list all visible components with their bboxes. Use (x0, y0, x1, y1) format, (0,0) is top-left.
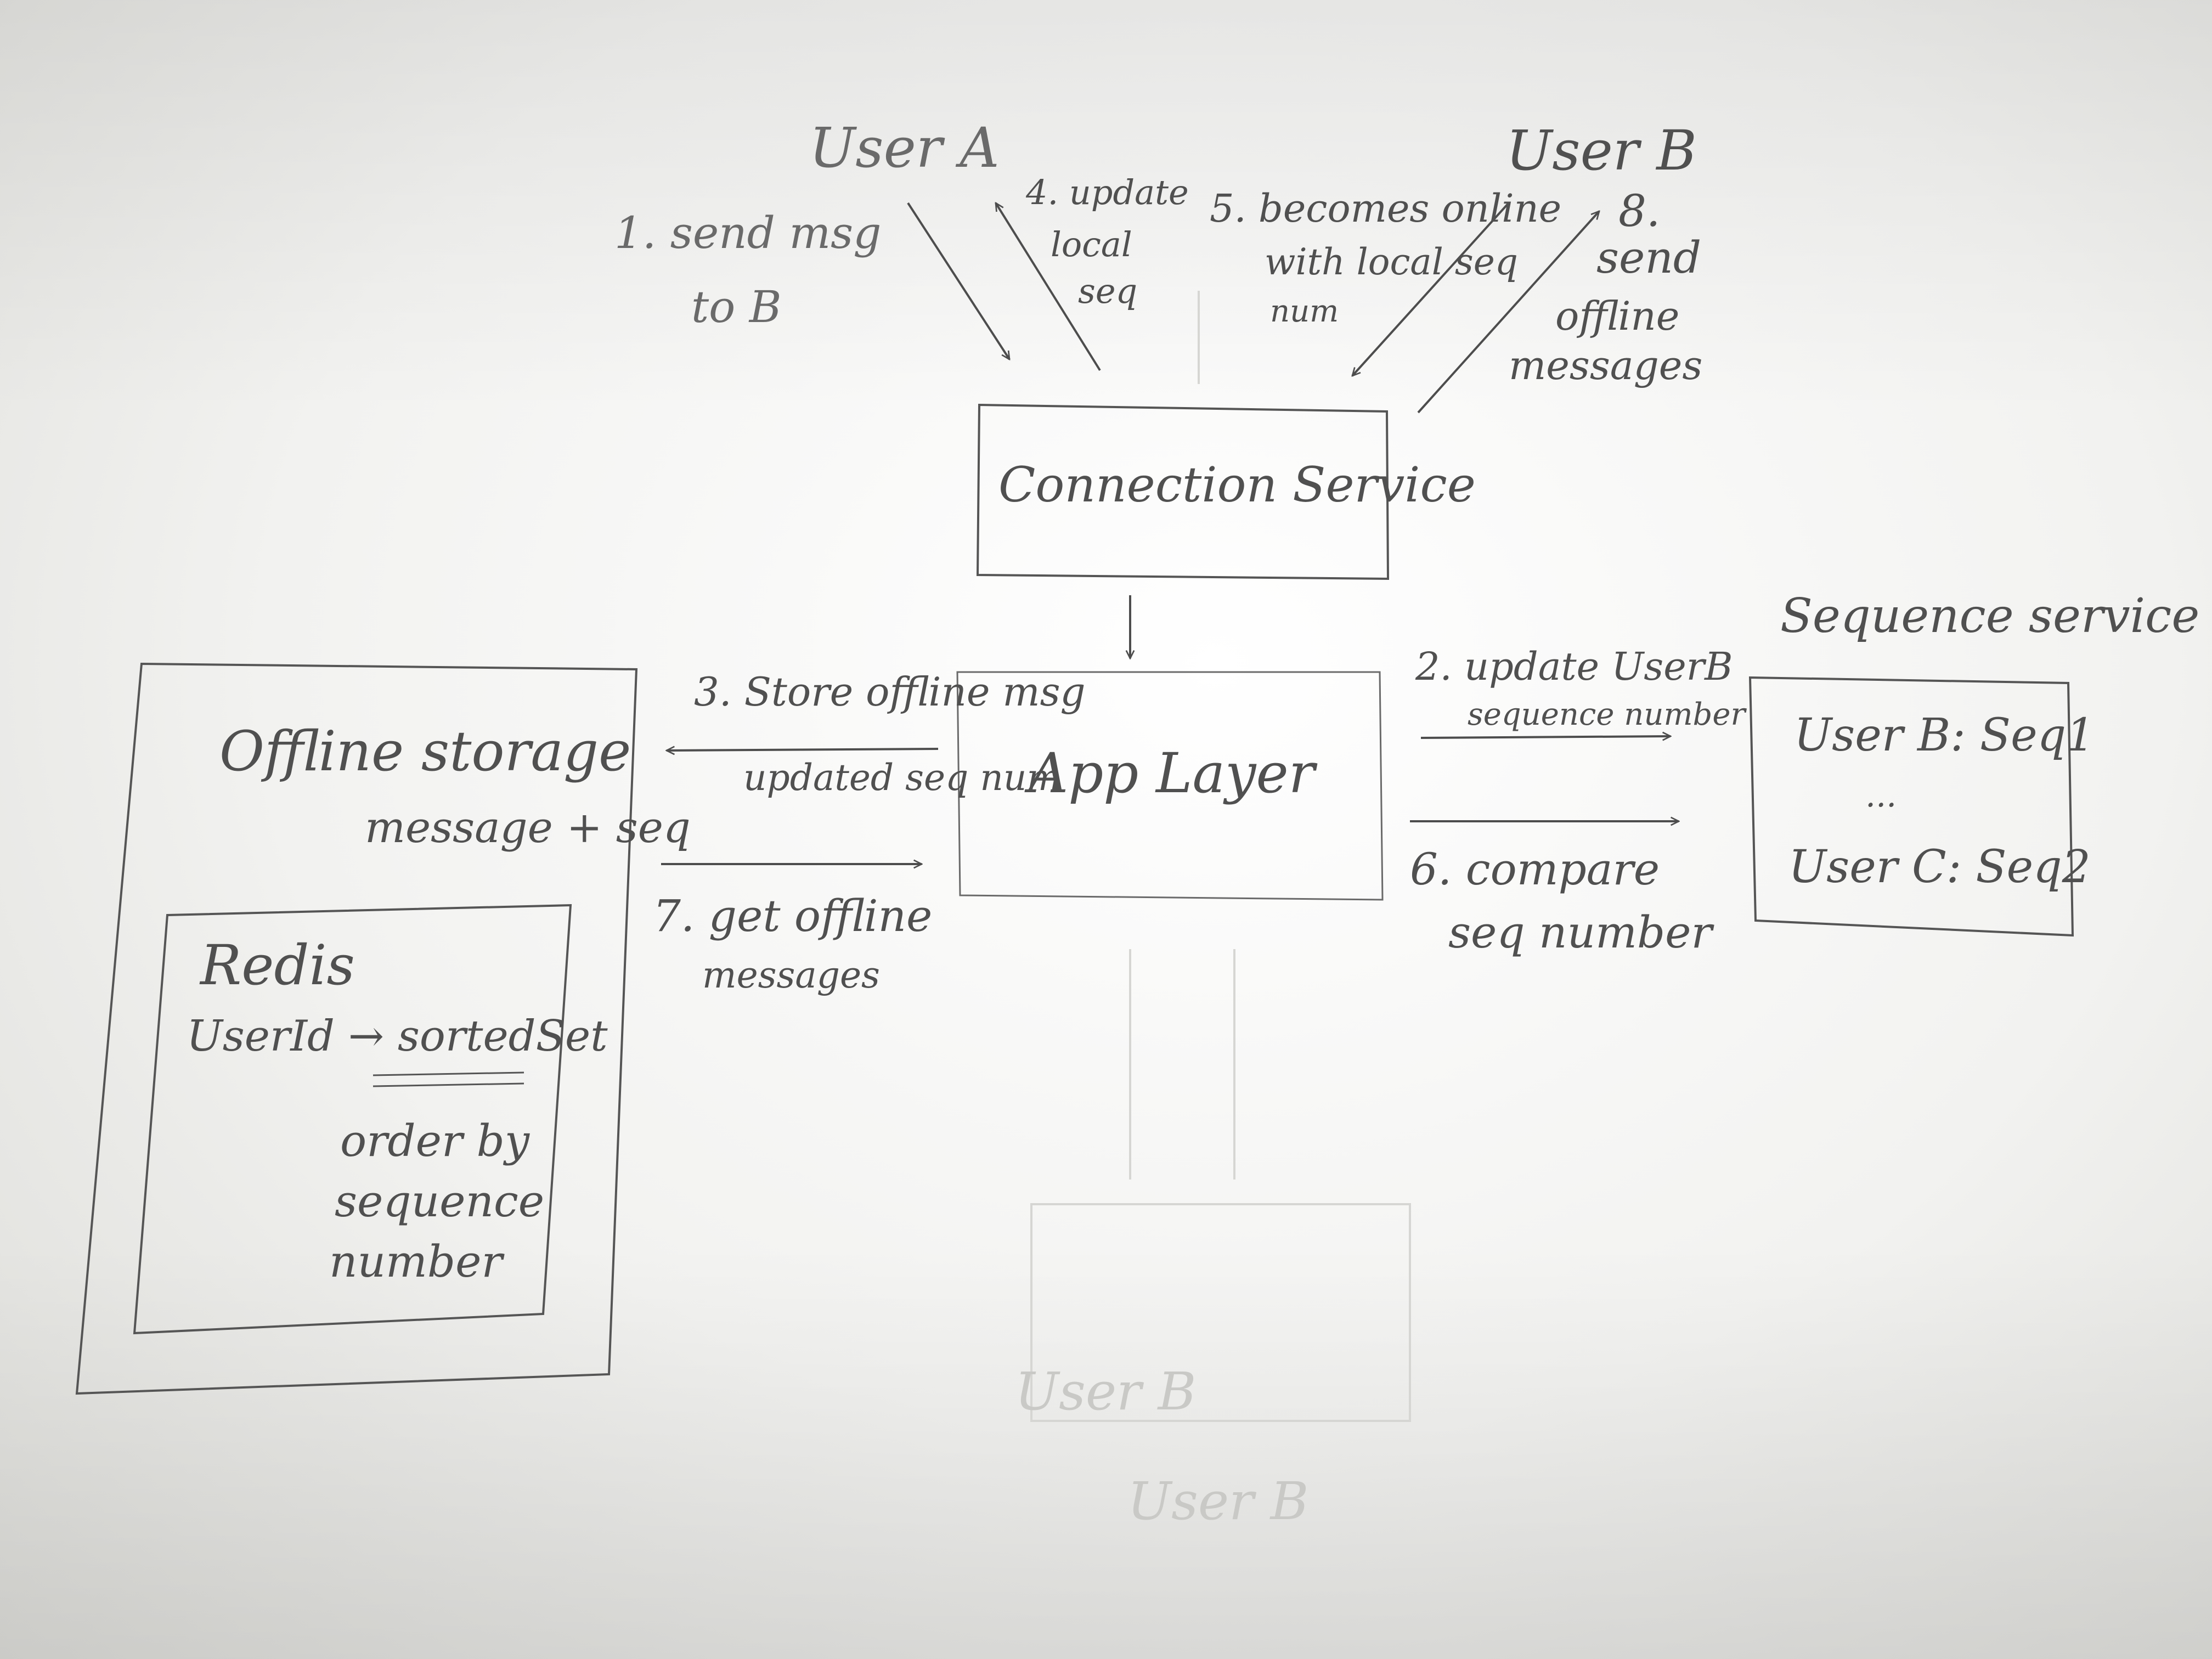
user-b-label: User B (1506, 119, 1697, 183)
step7-label-line1: 7. get offline (653, 890, 933, 941)
offline-storage-subtitle: message + seq (365, 803, 691, 853)
step2-label-line1: 2. update UserB (1415, 644, 1733, 689)
offline-storage-box (75, 662, 638, 1395)
step2-label-line2: sequence number (1468, 697, 1746, 732)
redis-title: Redis (200, 933, 355, 997)
step8-label-line3: offline (1555, 293, 1680, 339)
arrow-step2 (1420, 736, 1671, 738)
step5-label-line2: with local seq (1265, 241, 1519, 283)
redis-note-line1: order by (340, 1115, 530, 1166)
step3-label-line2: updated seq num (743, 757, 1061, 799)
step5-label-line1: 5. becomes online (1210, 186, 1562, 231)
arrow-step3 (667, 749, 939, 751)
step8-label-line1: 8. (1618, 185, 1661, 236)
step7-label-line2: messages (702, 954, 880, 996)
offline-storage-title: Offline storage (219, 719, 631, 783)
sequence-entry-user-b: User B: Seq1 (1794, 709, 2095, 761)
step8-label-line2: send (1596, 232, 1702, 283)
app-layer-box (956, 671, 1384, 901)
sequence-service-title: Sequence service (1780, 589, 2200, 644)
step6-label-line1: 6. compare (1410, 844, 1660, 895)
arrow-step1 (907, 202, 1011, 359)
user-a-label: User A (809, 116, 1000, 180)
ghost-user-b-box: User B (1015, 1362, 1197, 1422)
step4-label-line3: seq (1078, 271, 1138, 311)
connection-service-label: Connection Service (998, 456, 1476, 513)
step8-label-line4: messages (1509, 342, 1703, 388)
redis-box (133, 904, 572, 1335)
step1-label-line2: to B (691, 281, 782, 332)
sequence-service-box (1748, 676, 2074, 937)
step3-label-line1: 3. Store offline msg (694, 669, 1086, 715)
erased-sketch (1030, 291, 1411, 1422)
arrow-step8 (1417, 211, 1599, 414)
connection-service-box (976, 403, 1390, 580)
step5-label-line3: num (1270, 294, 1339, 329)
sequence-entry-user-c: User C: Seq2 (1788, 841, 2091, 893)
step4-label-line1: 4. update (1026, 172, 1189, 212)
step4-label-line2: local (1051, 224, 1132, 264)
arrow-step4 (995, 203, 1101, 371)
redis-note-line3: number (329, 1236, 503, 1287)
arrow-step5 (1352, 202, 1510, 376)
sorted-set-underline (373, 1071, 524, 1087)
sequence-ellipsis: ... (1865, 776, 1897, 815)
redis-note-line2: sequence (335, 1176, 545, 1227)
redis-mapping: UserId → sortedSet (187, 1012, 608, 1061)
step1-label-line1: 1. send msg (614, 207, 882, 258)
step6-label-line2: seq number (1448, 907, 1712, 958)
ghost-user-b-below: User B (1127, 1471, 1309, 1532)
app-layer-label: App Layer (1029, 741, 1315, 805)
